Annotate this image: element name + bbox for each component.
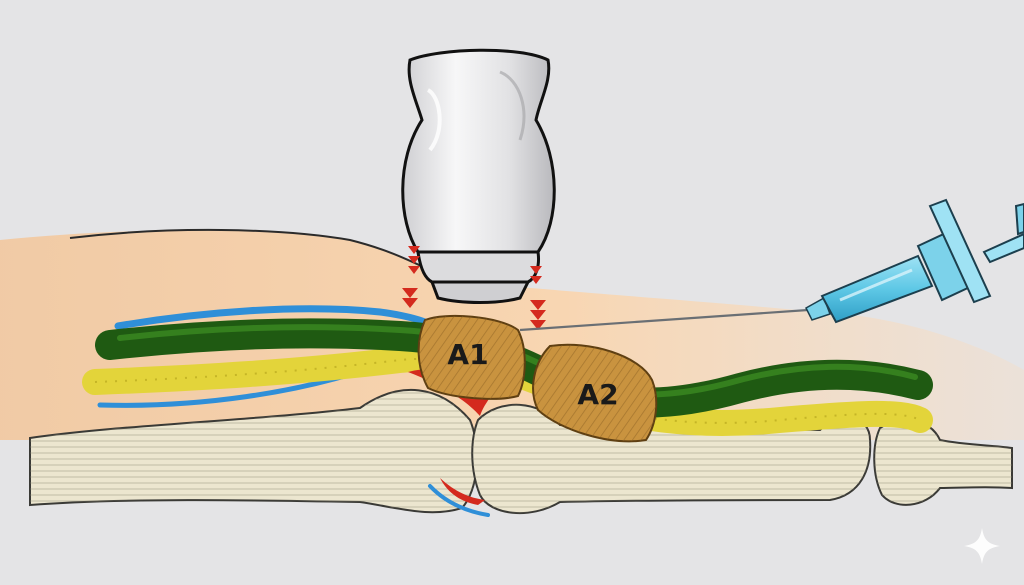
pulley-a1-label: A1 [447, 338, 488, 371]
finger-bones [29, 388, 1013, 515]
sparkle-icon [964, 528, 1000, 564]
pressure-arrows [402, 246, 546, 330]
metacarpal-bone [29, 388, 478, 514]
middle-phalanx-bone [873, 418, 1013, 506]
pulley-a1: A1 [417, 314, 526, 400]
syringe-icon [519, 198, 1024, 332]
pulley-a2-label: A2 [577, 378, 618, 411]
ultrasound-probe-icon [401, 48, 556, 304]
pulley-a2: A2 [532, 343, 658, 443]
